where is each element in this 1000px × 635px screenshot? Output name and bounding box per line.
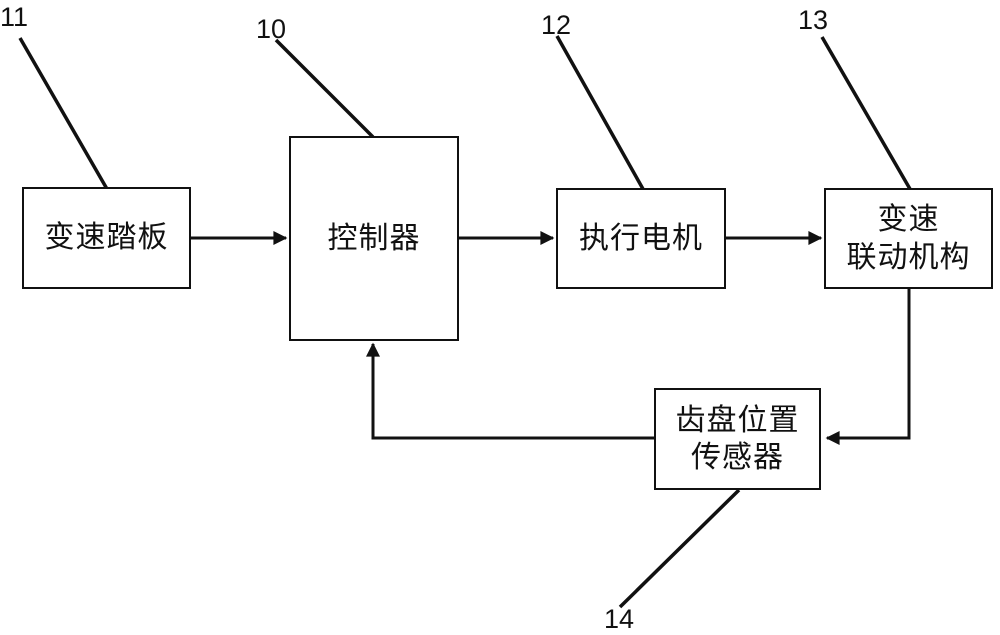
leader-line-11 [18, 37, 109, 190]
arrow-sensor-to-controller [366, 342, 656, 440]
ref-label-14: 14 [604, 604, 635, 634]
node-shift-pedal-label: 变速踏板 [44, 221, 169, 255]
ref-label-13: 13 [798, 5, 829, 35]
node-actuator-motor-label: 执行电机 [579, 221, 703, 255]
arrow-linkage-to-sensor [825, 289, 911, 445]
leader-line-12 [555, 35, 645, 190]
ref-label-11: 11 [0, 2, 29, 32]
node-shift-pedal: 变速踏板 [22, 187, 191, 289]
ref-label-10: 10 [256, 14, 287, 44]
node-controller-label: 控制器 [327, 221, 421, 255]
node-gear-position-sensor: 齿盘位置 传感器 [654, 388, 821, 490]
node-shift-linkage: 变速 联动机构 [824, 188, 993, 289]
node-shift-linkage-label-line1: 变速 [877, 203, 940, 236]
node-gear-position-sensor-label-line2: 传感器 [691, 441, 784, 474]
leader-line-10 [274, 38, 375, 139]
leader-line-13 [820, 36, 912, 190]
node-gear-position-sensor-label-line1: 齿盘位置 [675, 403, 800, 437]
node-actuator-motor: 执行电机 [556, 188, 726, 289]
ref-label-12: 12 [541, 10, 572, 40]
leader-line-14 [618, 488, 741, 609]
node-controller: 控制器 [289, 136, 459, 341]
node-shift-linkage-label-line2: 联动机构 [846, 240, 971, 274]
